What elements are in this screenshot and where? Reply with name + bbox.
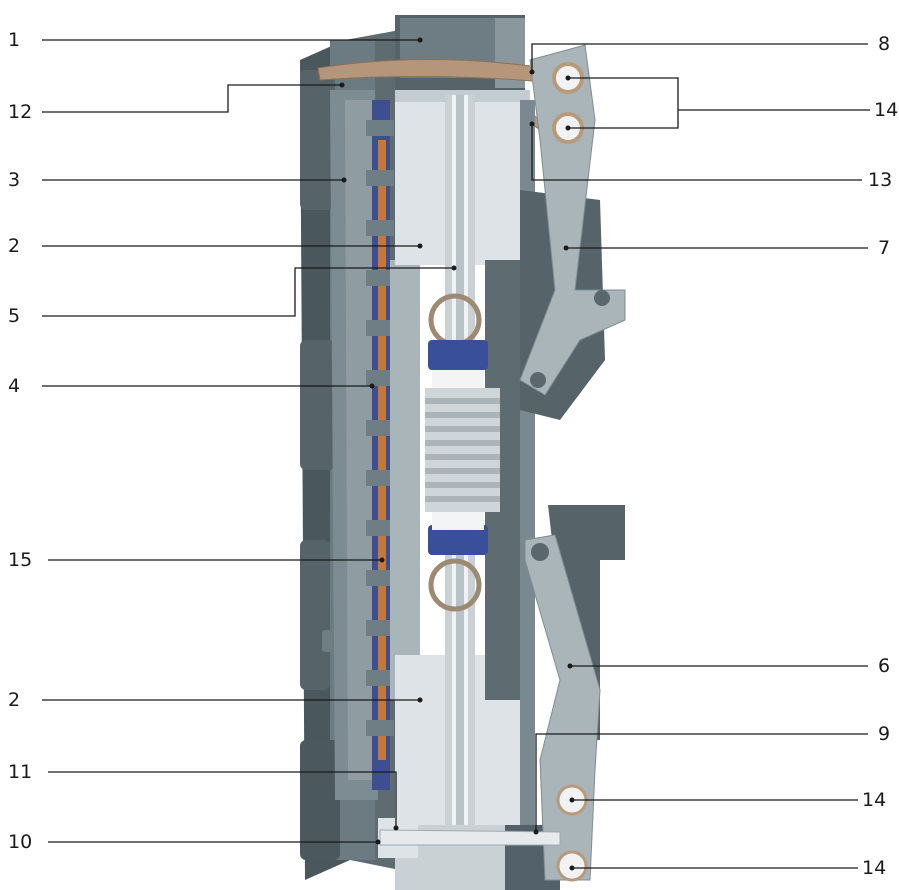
callout-left-2b: 2 bbox=[8, 689, 423, 711]
callout-right-8: 8 bbox=[529, 33, 890, 75]
callout-label: 14 bbox=[862, 857, 886, 879]
callout-right-14-top: 14 bbox=[565, 75, 898, 131]
callout-label: 2 bbox=[8, 235, 20, 257]
callout-left-10: 10 bbox=[8, 831, 381, 853]
callout-label: 9 bbox=[878, 723, 890, 745]
callout-label: 2 bbox=[8, 689, 20, 711]
callout-left-12: 12 bbox=[8, 82, 345, 123]
callout-label: 7 bbox=[878, 237, 890, 259]
callout-right-14-mid: 14 bbox=[569, 789, 886, 811]
callout-label: 12 bbox=[8, 101, 32, 123]
callout-label: 14 bbox=[862, 789, 886, 811]
callout-right-9: 9 bbox=[533, 723, 890, 835]
callout-left-4: 4 bbox=[8, 375, 375, 397]
bottom-rod bbox=[378, 818, 561, 858]
brake-assembly-illustration bbox=[300, 15, 626, 890]
callout-left-11: 11 bbox=[8, 761, 399, 831]
ribbed-center-block bbox=[425, 388, 500, 512]
callout-left-2a: 2 bbox=[8, 235, 423, 257]
pressure-plate-column bbox=[330, 90, 378, 800]
callout-label: 11 bbox=[8, 761, 32, 783]
callout-label: 1 bbox=[8, 29, 20, 51]
callout-label: 13 bbox=[868, 169, 892, 191]
bolt bbox=[322, 630, 332, 652]
callout-label: 5 bbox=[8, 305, 20, 327]
blue-retainers bbox=[428, 340, 488, 555]
callout-right-14-bottom: 14 bbox=[569, 857, 886, 879]
callout-label: 3 bbox=[8, 169, 20, 191]
callout-left-15: 15 bbox=[8, 549, 385, 571]
callout-layer: 1 12 3 2 5 4 15 bbox=[8, 29, 898, 879]
callout-label: 6 bbox=[878, 655, 890, 677]
callout-label: 4 bbox=[8, 375, 20, 397]
callout-label: 10 bbox=[8, 831, 32, 853]
friction-disk-stack bbox=[366, 100, 394, 790]
callout-left-3: 3 bbox=[8, 169, 347, 191]
callout-label: 8 bbox=[878, 33, 890, 55]
lower-lever bbox=[524, 505, 625, 882]
callout-label: 14 bbox=[874, 99, 898, 121]
callout-right-13: 13 bbox=[529, 121, 892, 191]
callout-left-5: 5 bbox=[8, 265, 457, 327]
callout-right-7: 7 bbox=[563, 237, 890, 259]
upper-lever bbox=[519, 44, 626, 420]
callout-left-1: 1 bbox=[8, 29, 423, 51]
callout-right-6: 6 bbox=[567, 655, 890, 677]
callout-label: 15 bbox=[8, 549, 32, 571]
